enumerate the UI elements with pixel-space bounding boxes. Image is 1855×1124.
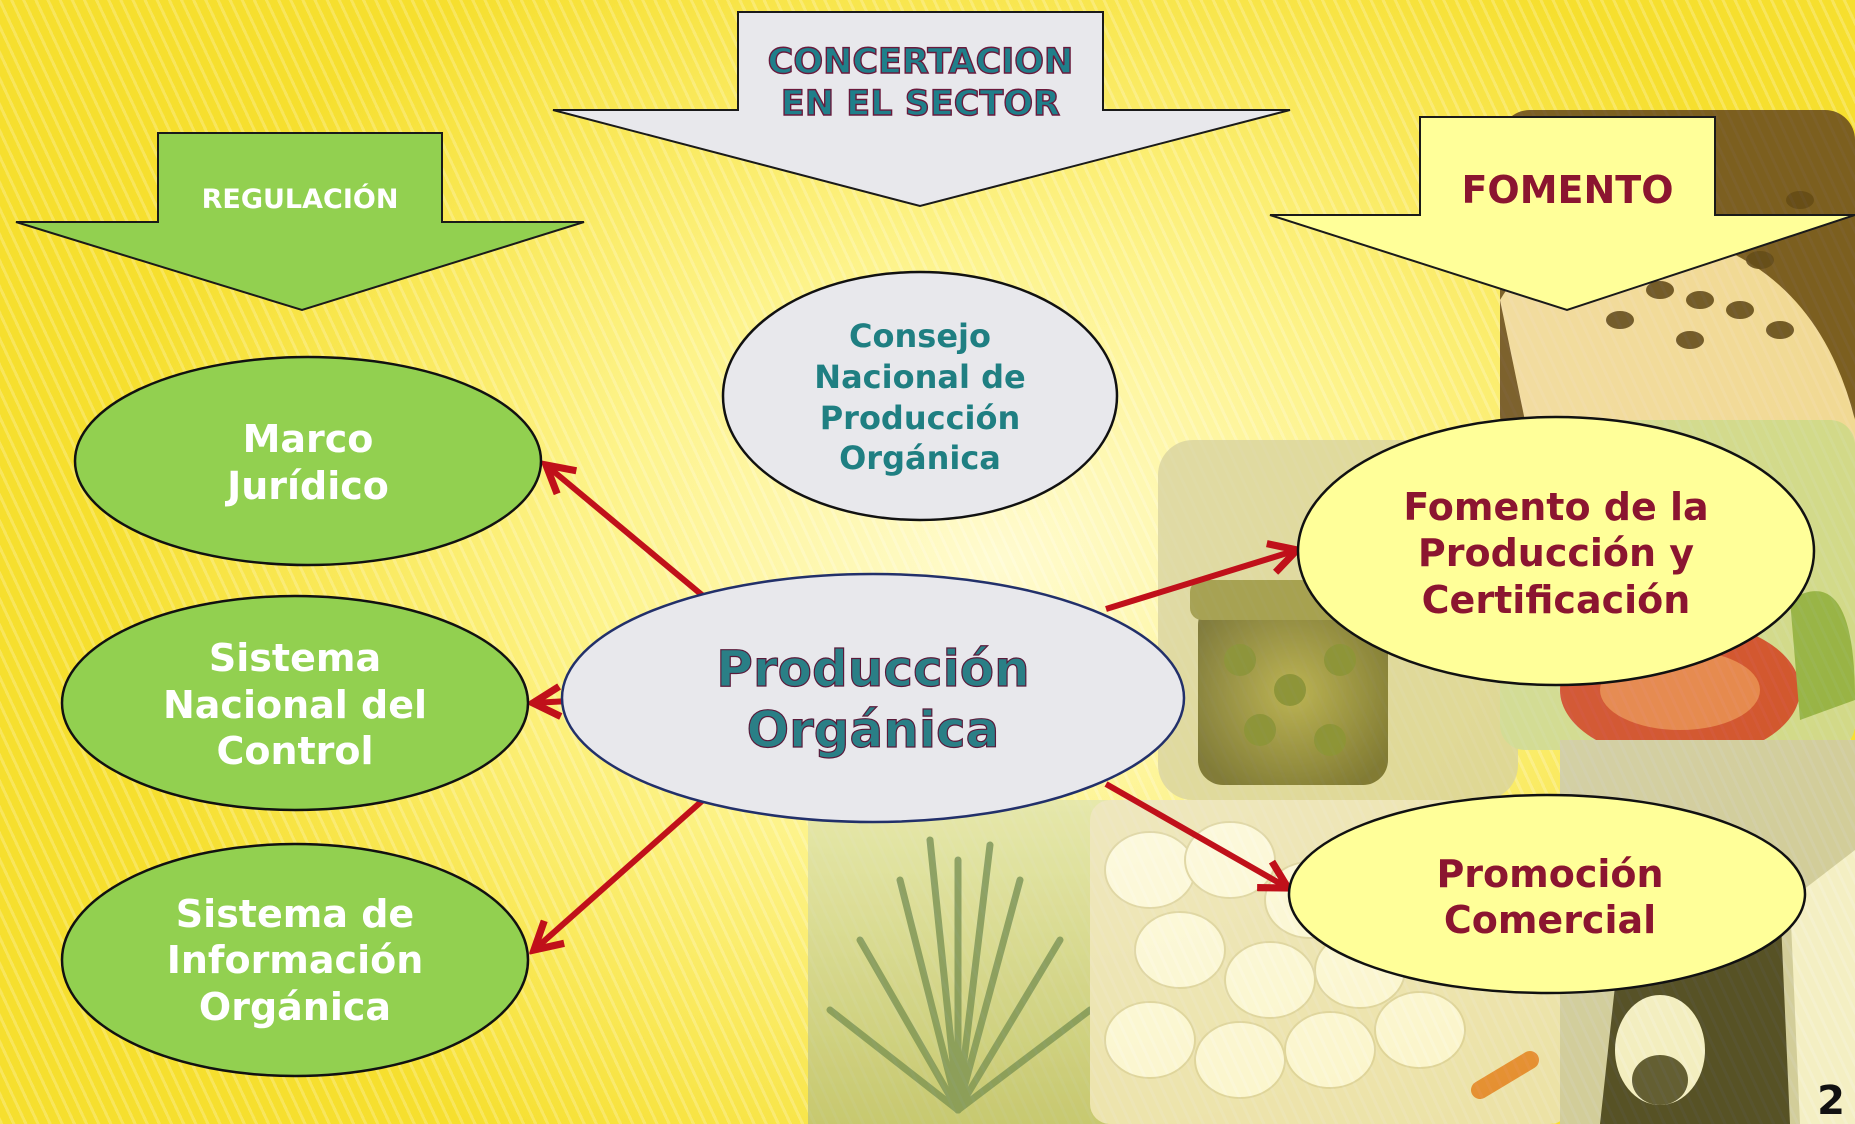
concertacion-label: CONCERTACION EN EL SECTOR bbox=[767, 41, 1074, 124]
produccion-organica-label: Producción Orgánica bbox=[716, 639, 1031, 759]
consejo-node bbox=[721, 270, 1119, 522]
fomento-label: FOMENTO bbox=[1461, 167, 1674, 212]
marco-juridico-node bbox=[73, 355, 543, 567]
connector-to-marco-juridico bbox=[546, 465, 722, 613]
page-number: 2 bbox=[1817, 1078, 1845, 1124]
produccion-organica-node bbox=[560, 572, 1186, 824]
connector-to-fomento bbox=[1105, 550, 1297, 612]
sistema-nacional-node bbox=[60, 594, 530, 812]
connector-to-promocion bbox=[1104, 781, 1288, 888]
regulacion-label: REGULACIÓN bbox=[201, 183, 399, 215]
fomento-produccion-label: Fomento de la Producción y Certificación bbox=[1403, 484, 1709, 622]
fomento-arrow-shape bbox=[1269, 116, 1855, 312]
sistema-informacion-label: Sistema de Información Orgánica bbox=[166, 891, 424, 1029]
promocion-comercial-node bbox=[1287, 793, 1807, 995]
connector-to-sistema-informacion bbox=[534, 782, 722, 950]
regulacion-arrow-shape bbox=[15, 132, 585, 312]
sistema-nacional-label: Sistema Nacional del Control bbox=[162, 636, 428, 774]
agave-plant-photo bbox=[808, 800, 1108, 1124]
marco-juridico-label: Marco Jurídico bbox=[227, 417, 389, 508]
sistema-informacion-node bbox=[60, 842, 530, 1078]
promocion-comercial-label: Promoción Comercial bbox=[1436, 851, 1664, 942]
consejo-label: Consejo Nacional de Producción Orgánica bbox=[814, 316, 1026, 478]
fomento-produccion-node bbox=[1296, 415, 1816, 687]
concertacion-arrow-shape bbox=[552, 11, 1291, 208]
